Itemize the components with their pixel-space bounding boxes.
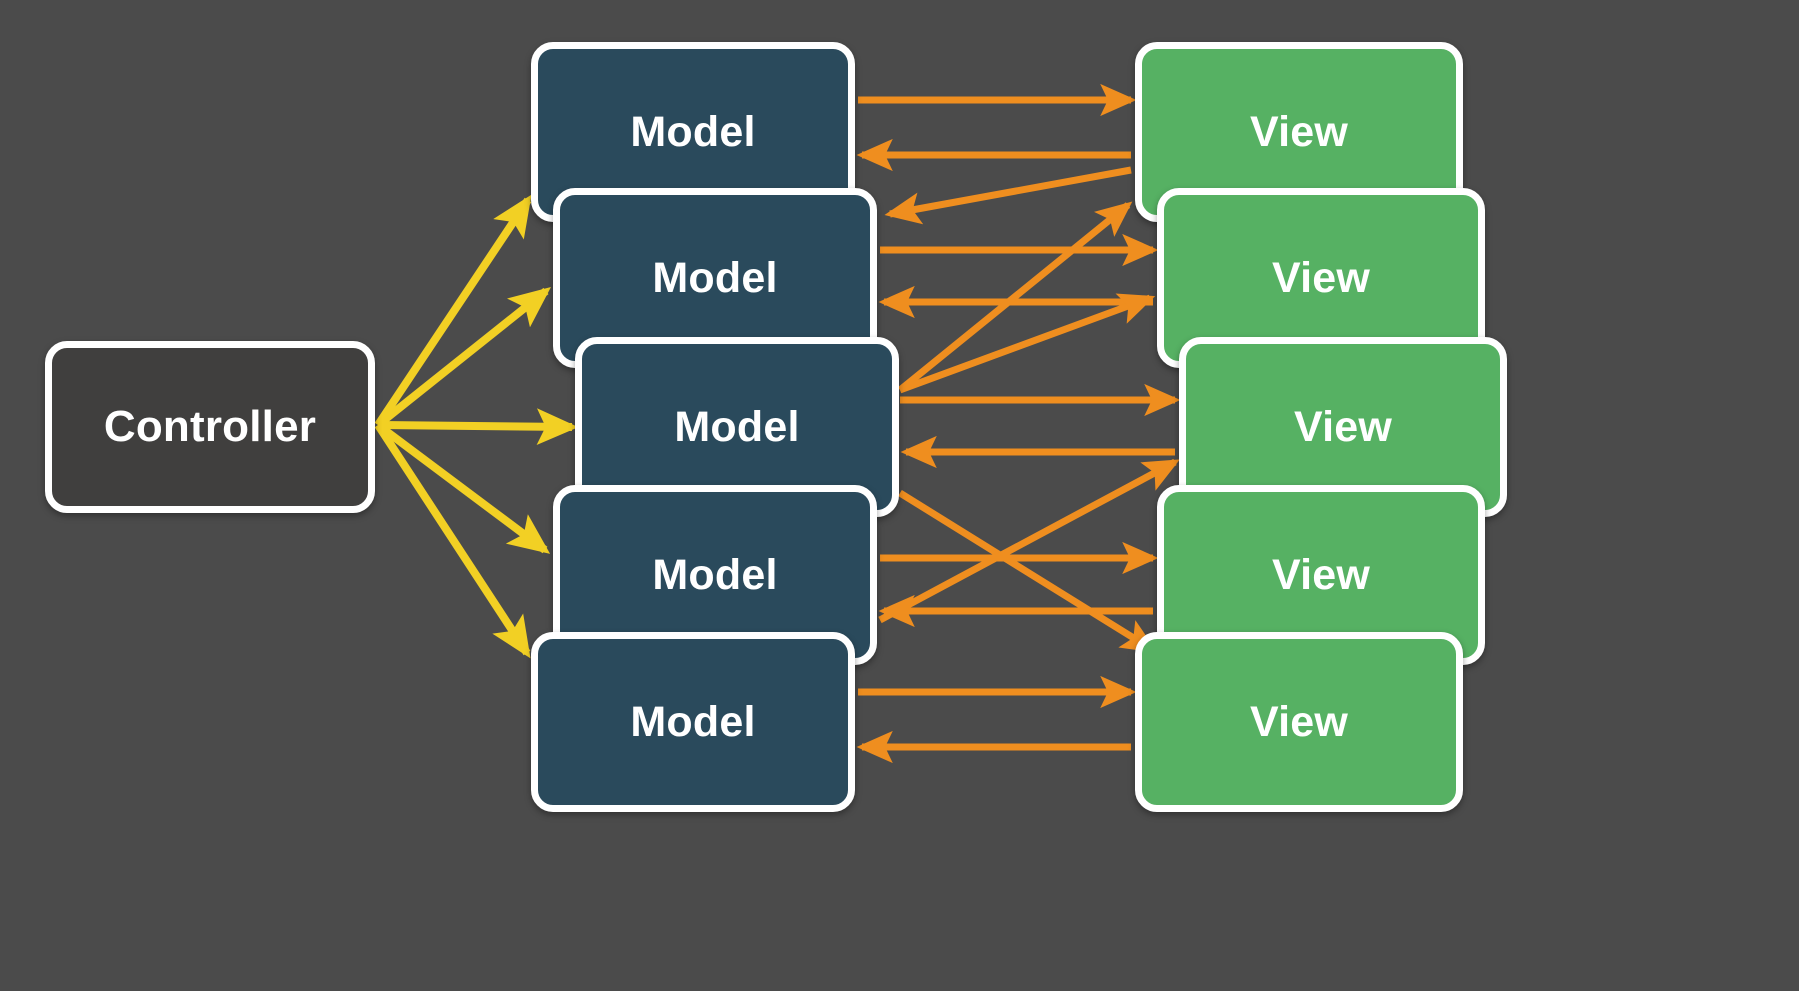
view-node-label: View — [1271, 253, 1370, 302]
controller-to-model-edges — [374, 194, 579, 659]
ctrl-to-model-3-arrow — [377, 408, 579, 446]
controller-node-label: Controller — [103, 402, 317, 451]
ctrl-to-model-5-arrow — [374, 422, 531, 659]
view-node-5[interactable]: View — [1135, 632, 1463, 812]
view-node-label: View — [1249, 107, 1348, 156]
model-to-view-edges — [856, 83, 1181, 764]
model-node-label: Model — [652, 550, 778, 599]
model-3-to-view-1-arrow — [897, 201, 1133, 393]
view-node-label: View — [1293, 402, 1392, 451]
model-node-label: Model — [630, 107, 756, 156]
ctrl-to-model-2-arrow — [375, 287, 552, 429]
model-node-5[interactable]: Model — [531, 632, 855, 812]
ctrl-to-model-4-arrow — [375, 421, 551, 554]
view-node-label: View — [1271, 550, 1370, 599]
controller-node-1[interactable]: Controller — [45, 341, 375, 513]
model-node-label: Model — [652, 253, 778, 302]
model-4-to-view-3-arrow — [878, 458, 1180, 624]
model-3-to-view-2-arrow — [898, 293, 1156, 394]
model-node-label: Model — [674, 402, 800, 451]
model-node-label: Model — [630, 697, 756, 746]
view-node-label: View — [1249, 697, 1348, 746]
view-1-to-model-2-arrow — [884, 166, 1132, 225]
ctrl-to-model-1-arrow — [374, 194, 532, 428]
model-3-to-view-4-arrow — [898, 490, 1158, 653]
